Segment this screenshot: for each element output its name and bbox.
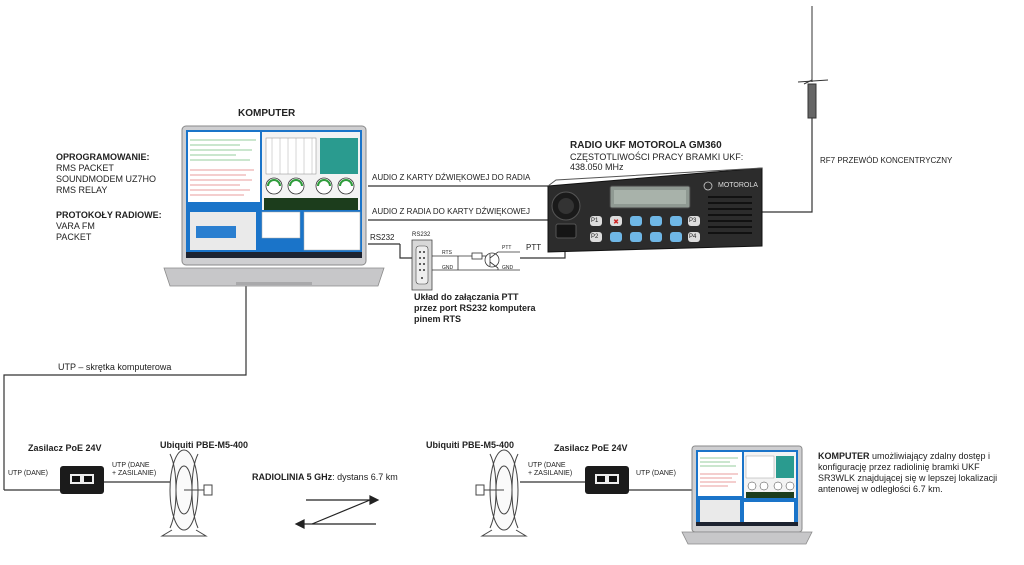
radio-brand: MOTOROLA: [718, 182, 758, 189]
radio-key: P1: [591, 218, 599, 224]
antenna-cable-label: RF7 PRZEWÓD KONCENTRYCZNY: [820, 156, 953, 165]
right-utp-data: UTP (DANE): [636, 470, 676, 477]
radio-title: RADIO UKF MOTOROLA GM360: [570, 140, 722, 151]
ptt-circuit: [411, 239, 520, 291]
dish-right-title: Ubiquiti PBE-M5-400: [426, 440, 515, 450]
ptt-caption-line: pinem RTS: [414, 314, 462, 324]
poe-right-title: Zasilacz PoE 24V: [554, 443, 628, 453]
poe-left: [60, 466, 104, 494]
radio-key: P2: [591, 234, 599, 240]
software-heading: OPROGRAMOWANIE:: [56, 152, 150, 162]
utp-link-label: UTP – skrętka komputerowa: [58, 362, 172, 372]
ptt-circuit-label: RTS: [442, 250, 452, 256]
laptop-remote: [681, 445, 813, 545]
svg-text:✖: ✖: [613, 218, 619, 226]
radiolink-label: RADIOLINIA 5 GHz: [252, 472, 333, 482]
poe-left-title: Zasilacz PoE 24V: [28, 443, 102, 453]
dish-left-title: Ubiquiti PBE-M5-400: [160, 440, 249, 450]
dish-left: [160, 449, 213, 537]
software-item: SOUNDMODEM UZ7HO: [56, 174, 157, 184]
motorola-radio: ✖: [547, 167, 763, 253]
poe-right: [585, 466, 629, 494]
protocol-item: VARA FM: [56, 221, 95, 231]
remote-pc-description: KOMPUTER umożliwiający zdalny dostęp i k…: [818, 451, 1018, 495]
ptt-circuit-label: GND: [502, 265, 514, 271]
remote-pc-bold: KOMPUTER: [818, 451, 870, 461]
connection-lines: [3, 118, 813, 491]
rs232-label: RS232: [370, 233, 395, 242]
right-utp-power: UTP (DANE + ZASILANIE): [528, 462, 573, 477]
radiolink-label-line: RADIOLINIA 5 GHz: dystans 6.7 km: [252, 472, 398, 483]
audio-from-radio-label: AUDIO Z RADIA DO KARTY DŹWIĘKOWEJ: [372, 207, 530, 216]
protocol-item: PACKET: [56, 232, 92, 242]
left-utp-power: UTP (DANE + ZASILANIE): [112, 462, 157, 477]
ptt-label: PTT: [526, 243, 542, 252]
ptt-caption-line: przez port RS232 komputera: [414, 303, 536, 313]
ptt-connector-label: RS232: [412, 232, 431, 238]
software-item: RMS PACKET: [56, 163, 114, 173]
radiolink-arrow: [294, 495, 380, 529]
radio-key: P4: [689, 234, 697, 240]
ptt-circuit-label: PTT: [502, 245, 512, 251]
software-item: RMS RELAY: [56, 185, 108, 195]
audio-to-radio-label: AUDIO Z KARTY DŹWIĘKOWEJ DO RADIA: [372, 173, 531, 182]
dish-right: [475, 449, 528, 537]
vertical-antenna: [797, 6, 829, 119]
remote-pc-text: umożliwiający zdalny dostęp i konfigurac…: [818, 451, 998, 494]
ptt-circuit-label: GND: [442, 265, 454, 271]
radio-key: P3: [689, 218, 697, 224]
left-utp-data: UTP (DANE): [8, 470, 48, 477]
komputer-top-title: KOMPUTER: [238, 108, 296, 119]
radio-frequency: 438.050 MHz: [570, 162, 624, 172]
radio-subtitle: CZĘSTOTLIWOŚCI PRACY BRAMKI UKF:: [570, 152, 744, 162]
protocols-heading: PROTOKOŁY RADIOWE:: [56, 210, 162, 220]
radiolink-distance: : dystans 6.7 km: [332, 472, 398, 482]
laptop-top: [163, 125, 385, 287]
ptt-caption-line: Układ do załączania PTT: [414, 292, 519, 302]
